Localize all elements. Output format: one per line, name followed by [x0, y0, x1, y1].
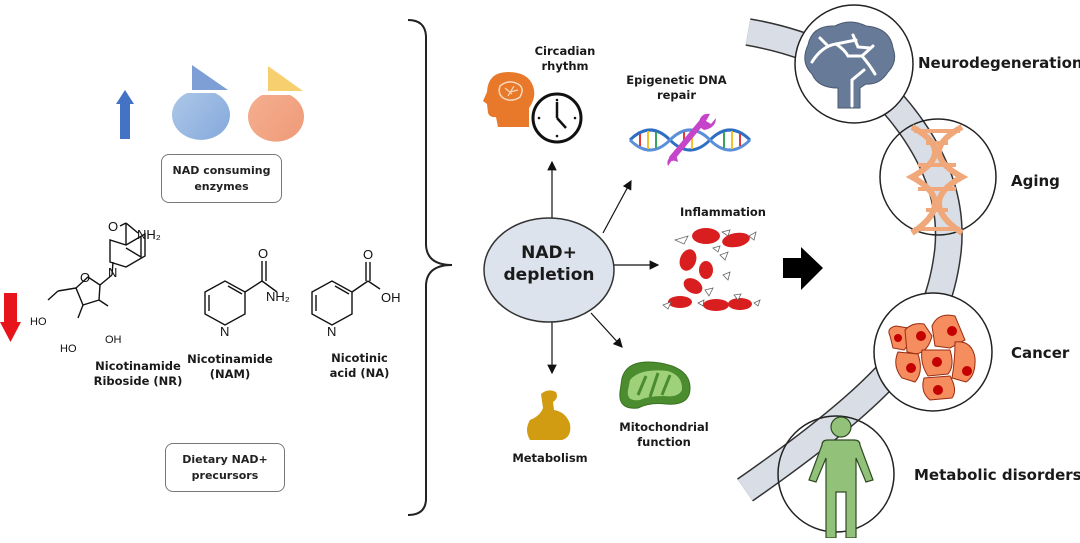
- atom-o: O: [363, 247, 373, 262]
- aging-label: Aging: [1011, 172, 1060, 190]
- head-brain-icon: [483, 72, 535, 127]
- inflammation-cells-icon: [662, 228, 761, 311]
- big-right-arrow-icon: [783, 247, 823, 290]
- nr-atom-labels: O NH₂ N O HO HO OH: [30, 219, 161, 355]
- person-icon: [808, 416, 874, 539]
- atom-n: N: [108, 265, 117, 280]
- inflammation-label: Inflammation: [679, 205, 766, 219]
- down-arrow-icon: [0, 293, 21, 342]
- atom-n: N: [327, 324, 336, 339]
- arrow-to-mitochondrial: [590, 312, 623, 348]
- epigenetic-dna-repair-label: Epigenetic DNA repair: [626, 73, 727, 102]
- metabolism-label: Metabolism: [512, 451, 588, 465]
- nad-consuming-enzymes-box: NAD consuming enzymes: [161, 154, 282, 203]
- circadian-rhythm-label: Circadian rhythm: [534, 44, 596, 73]
- mitochondrial-function-label: Mitochondrial function: [619, 420, 709, 449]
- atom-nh2: NH₂: [137, 227, 161, 242]
- mitochondrion-icon: [619, 361, 691, 409]
- na-atom-labels: O OH N: [327, 247, 401, 339]
- nad-depletion-node: [483, 217, 615, 323]
- atom-o: O: [108, 219, 118, 234]
- nad-depletion-label: NAD+ depletion: [503, 243, 595, 286]
- nam-label: Nicotinamide (NAM): [187, 352, 273, 381]
- nicotinic-acid-structure: [311, 262, 381, 326]
- atom-ho: HO: [60, 343, 77, 355]
- dna-repair-icon: [628, 113, 752, 166]
- brain-icon: [804, 21, 896, 109]
- atom-n: N: [220, 324, 229, 339]
- nam-atom-labels: O NH₂ N: [220, 246, 290, 339]
- clock-icon: [531, 92, 583, 144]
- atom-oh: OH: [381, 290, 401, 305]
- atom-nh2: NH₂: [266, 289, 290, 304]
- up-arrow-icon: [116, 90, 134, 139]
- enzyme-pie-orange-icon: [248, 66, 304, 142]
- cancer-cells-icon: [888, 314, 976, 401]
- grouping-brace: [407, 19, 453, 516]
- nicotinamide-structure: [204, 261, 278, 326]
- atom-ring-o: O: [80, 270, 90, 285]
- arrow-to-epigenetic: [602, 179, 632, 234]
- cancer-label: Cancer: [1011, 344, 1070, 362]
- dietary-precursors-box: Dietary NAD+ precursors: [165, 443, 285, 492]
- metabolic-disorders-label: Metabolic disorders: [914, 466, 1080, 484]
- nr-label: Nicotinamide Riboside (NR): [93, 359, 183, 388]
- na-label: Nicotinic acid (NA): [329, 351, 390, 380]
- atom-oh: OH: [105, 334, 122, 346]
- atom-o: O: [258, 246, 268, 261]
- neurodegeneration-label: Neurodegeneration: [918, 54, 1080, 72]
- aging-circle: [879, 118, 997, 236]
- nicotinamide-riboside-structure: [47, 222, 146, 319]
- dna-helix-icon: [905, 124, 969, 236]
- atom-ho: HO: [30, 316, 47, 328]
- flexed-arm-icon: [527, 390, 571, 440]
- enzyme-pie-blue-icon: [171, 65, 230, 140]
